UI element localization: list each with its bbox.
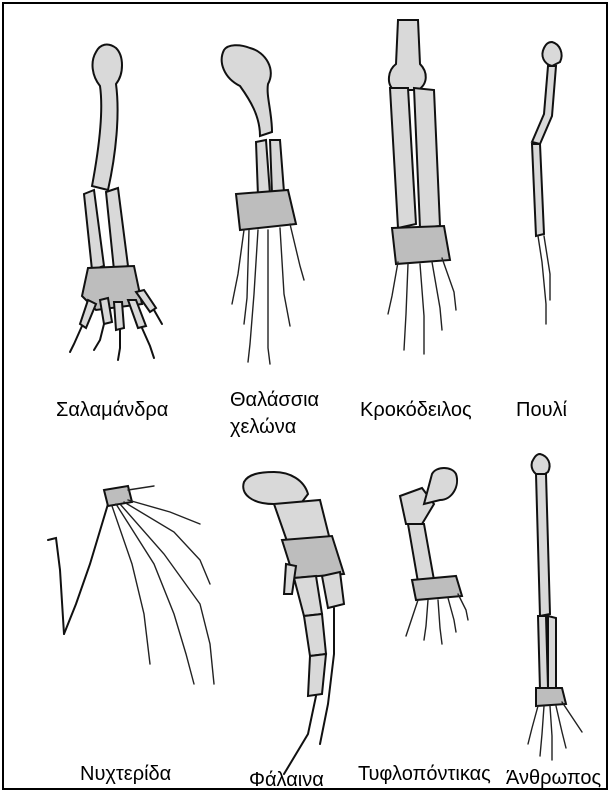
label-whale: Φάλαινα <box>249 767 324 790</box>
whale-limb <box>243 472 344 774</box>
bird-limb <box>532 42 562 324</box>
label-sea-turtle-line1: Θαλάσσια <box>230 387 319 414</box>
label-mole: Τυφλοπόντικας <box>358 761 491 788</box>
label-salamander: Σαλαμάνδρα <box>56 397 168 424</box>
crocodile-limb <box>388 20 456 354</box>
label-bat: Νυχτερίδα <box>80 761 171 788</box>
label-bird: Πουλί <box>516 397 567 424</box>
sea-turtle-limb <box>222 45 304 364</box>
label-human: Άνθρωπος <box>506 765 601 790</box>
human-limb <box>528 454 582 760</box>
mole-limb <box>400 468 468 644</box>
bat-limb <box>48 486 214 684</box>
label-sea-turtle-line2: χελώνα <box>230 414 319 441</box>
label-sea-turtle: Θαλάσσια χελώνα <box>230 387 319 441</box>
salamander-limb <box>70 45 162 360</box>
label-crocodile: Κροκόδειλος <box>360 397 472 424</box>
